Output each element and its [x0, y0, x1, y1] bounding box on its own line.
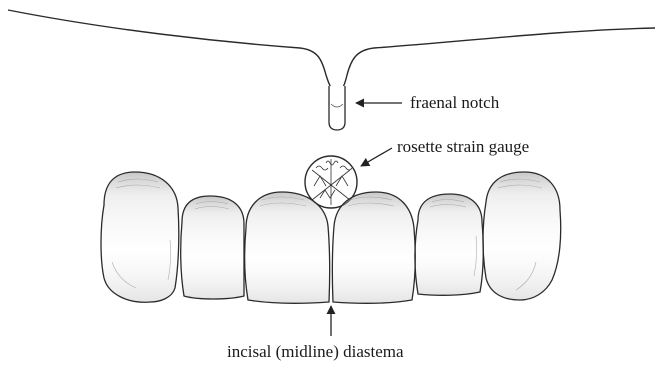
tooth-right-lateral-incisor: [415, 194, 483, 295]
rosette-gauge-arrow: [361, 148, 392, 166]
tooth-left-canine: [101, 172, 179, 302]
tooth-left-central-incisor: [245, 192, 330, 303]
fraenal-notch-label: fraenal notch: [410, 94, 499, 111]
fraenal-notch-shape: [329, 86, 345, 130]
tooth-right-central-incisor: [332, 192, 415, 303]
lip-outline: [8, 10, 655, 92]
incisal-diastema-label: incisal (midline) diastema: [227, 343, 404, 360]
tooth-left-lateral-incisor: [181, 196, 244, 299]
rosette-strain-gauge-label: rosette strain gauge: [397, 138, 529, 155]
tooth-right-canine: [483, 172, 561, 300]
